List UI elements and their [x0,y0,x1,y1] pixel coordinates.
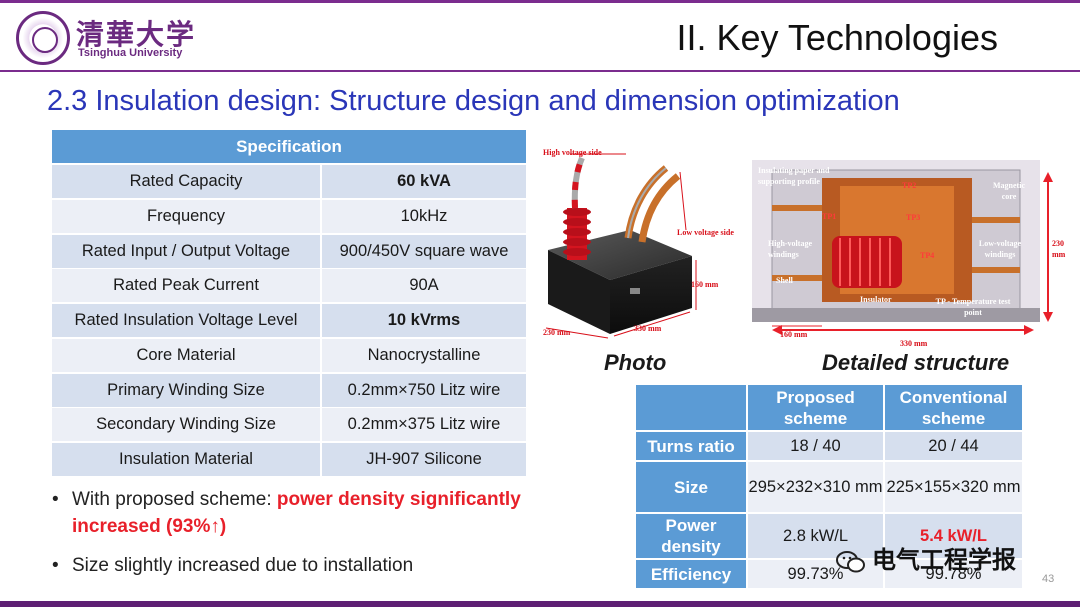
spec-value: 0.2mm×375 Litz wire [322,408,526,442]
comparison-table: Proposed scheme Conventional scheme Turn… [636,385,1022,590]
spec-key: Frequency [52,199,320,233]
structure-caption: Detailed structure [822,350,1010,375]
label-lv-windings: Low-voltage windings [978,239,1022,259]
spec-key: Rated Peak Current [52,269,320,303]
top-accent-line [0,0,1080,3]
row-label: Power density [636,514,746,558]
label-low-voltage-side: Low voltage side [677,228,734,237]
label-hv-windings: High-voltage windings [768,239,812,259]
label-tp1: TP1 [822,212,837,221]
header-divider [0,70,1080,72]
spec-key: Rated Input / Output Voltage [52,234,320,268]
proposed-value: 295×232×310 mm [748,462,883,512]
label-tp4: TP4 [920,251,935,260]
header-conventional: Conventional scheme [885,385,1022,430]
spec-table-header: Specification [52,130,526,163]
logo-chinese-name: 清華大学 [76,18,197,51]
photo-caption: Photo [604,350,667,375]
table-row: Rated Insulation Voltage Level 10 kVrms [52,304,526,337]
label-insulating-paper: Insulating paper and supporting profile [758,166,830,186]
table-row: Power density 2.8 kW/L 5.4 kW/L [636,514,1022,558]
logo-english-name: Tsinghua University [78,47,183,59]
watermark-text: 电气工程学报 [872,547,1016,574]
conventional-value: 20 / 44 [885,432,1022,460]
label-dim-230: 230 mm [1052,239,1066,259]
conventional-value: 225×155×320 mm [885,462,1022,512]
row-label: Efficiency [636,560,746,588]
bullet-text: With proposed scheme: [72,489,277,510]
label-height-dim: 160 mm [691,280,719,289]
table-row: Turns ratio 18 / 40 20 / 44 [636,432,1022,460]
conventional-value: 5.4 kW/L [885,514,1022,558]
table-row: Insulation Material JH-907 Silicone [52,443,526,476]
table-row: Primary Winding Size 0.2mm×750 Litz wire [52,373,526,407]
label-tp-note: TP - Temperature test point [935,297,1011,317]
table-row: Secondary Winding Size 0.2mm×375 Litz wi… [52,408,526,442]
table-row: Size 295×232×310 mm 225×155×320 mm [636,462,1022,512]
wechat-icon [836,550,865,573]
spec-key: Rated Capacity [52,165,320,198]
transformer-photo [545,153,697,339]
row-label: Size [636,462,746,512]
label-tp3: TP3 [906,213,921,222]
table-row: Rated Input / Output Voltage 900/450V sq… [52,234,526,268]
table-row: Frequency 10kHz [52,199,526,233]
spec-table: Rated Capacity 60 kVA Frequency 10kHz Ra… [52,165,526,478]
proposed-value: 18 / 40 [748,432,883,460]
table-row: Rated Peak Current 90A [52,269,526,303]
bullet-size: Size slightly increased due to installat… [50,552,570,579]
label-insulator: Insulator [860,295,892,304]
label-shell: Shell [776,276,793,285]
slide-header: 清華大学 Tsinghua University II. Key Technol… [0,3,1080,73]
proposed-value: 2.8 kW/L [748,514,883,558]
label-magnetic-core: Magnetic core [993,181,1025,201]
spec-value: 0.2mm×750 Litz wire [322,373,526,407]
section-title: II. Key Technologies [676,17,998,58]
spec-value: 10kHz [322,199,526,233]
spec-value: 900/450V square wave [322,234,526,268]
conventional-value: 99.78% [885,560,1022,588]
spec-key: Primary Winding Size [52,373,320,407]
label-high-voltage-side: High voltage side [543,148,602,157]
spec-key: Rated Insulation Voltage Level [52,304,320,337]
structure-diagram [752,160,1053,335]
spec-value: 10 kVrms [322,304,526,337]
spec-key: Core Material [52,338,320,372]
spec-value: 60 kVA [322,165,526,198]
row-label: Turns ratio [636,432,746,460]
university-seal-icon [16,11,70,65]
spec-key: Insulation Material [52,443,320,476]
table-row: Rated Capacity 60 kVA [52,165,526,198]
slide-title: 2.3 Insulation design: Structure design … [47,85,900,117]
spec-key: Secondary Winding Size [52,408,320,442]
spec-value: JH-907 Silicone [322,443,526,476]
header-proposed: Proposed scheme [748,385,883,430]
page-number: 43 [1042,573,1055,585]
bullet-power-density: With proposed scheme: power density sign… [50,486,570,540]
label-width-dim: 230 mm [543,328,571,337]
wechat-watermark: 电气工程学报 [836,540,1016,575]
label-tp2: TP2 [902,181,917,190]
table-header-row: Proposed scheme Conventional scheme [636,385,1022,430]
label-dim-330: 330 mm [900,339,928,348]
bottom-accent-bar [0,601,1080,607]
label-dim-160: 160 mm [780,330,808,339]
header-empty [636,385,746,430]
spec-value: Nanocrystalline [322,338,526,372]
spec-value: 90A [322,269,526,303]
label-length-dim: 330 mm [634,324,662,333]
bullet-highlight: power density significantly increased (9… [72,489,521,537]
bullet-list: With proposed scheme: power density sign… [50,486,570,579]
table-row: Core Material Nanocrystalline [52,338,526,372]
